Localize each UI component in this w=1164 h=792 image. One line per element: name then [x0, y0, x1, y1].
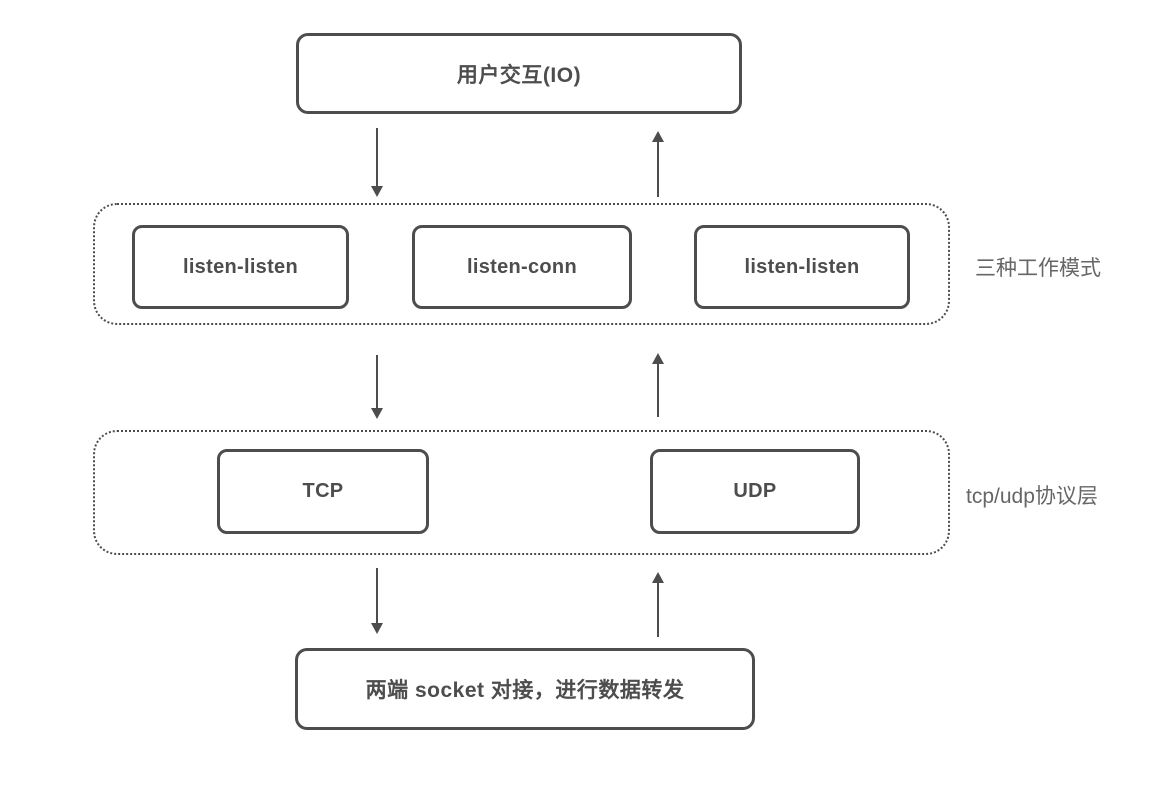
modes-layer-container: listen-listen listen-conn listen-listen [93, 203, 950, 325]
up-arrow-socket-to-protocol [652, 572, 664, 637]
mode-box-listen-listen-left: listen-listen [132, 225, 349, 309]
socket-relay-box: 两端 socket 对接，进行数据转发 [295, 648, 755, 730]
up-arrow-protocol-to-modes [652, 353, 664, 417]
protocol-layer-container: TCP UDP [93, 430, 950, 555]
protocol-box-tcp: TCP [217, 449, 429, 534]
mode-box-label: listen-listen [182, 255, 299, 278]
up-arrow-modes-to-io [652, 131, 664, 197]
mode-box-listen-listen-right: listen-listen [694, 225, 910, 309]
modes-layer-side-label: 三种工作模式 [975, 257, 1101, 280]
user-io-box-label: 用户交互(IO) [456, 63, 582, 87]
protocol-layer-side-label: tcp/udp协议层 [966, 485, 1098, 508]
down-arrow-io-to-modes [371, 128, 383, 197]
user-io-box: 用户交互(IO) [296, 33, 742, 114]
down-arrow-modes-to-protocol [371, 355, 383, 419]
down-arrow-protocol-to-socket [371, 568, 383, 634]
mode-box-listen-conn: listen-conn [412, 225, 632, 309]
socket-relay-box-label: 两端 socket 对接，进行数据转发 [365, 679, 685, 702]
protocol-box-label: TCP [302, 480, 344, 502]
protocol-box-label: UDP [733, 480, 777, 502]
mode-box-label: listen-listen [744, 255, 860, 278]
protocol-box-udp: UDP [650, 449, 860, 534]
mode-box-label: listen-conn [467, 255, 577, 278]
